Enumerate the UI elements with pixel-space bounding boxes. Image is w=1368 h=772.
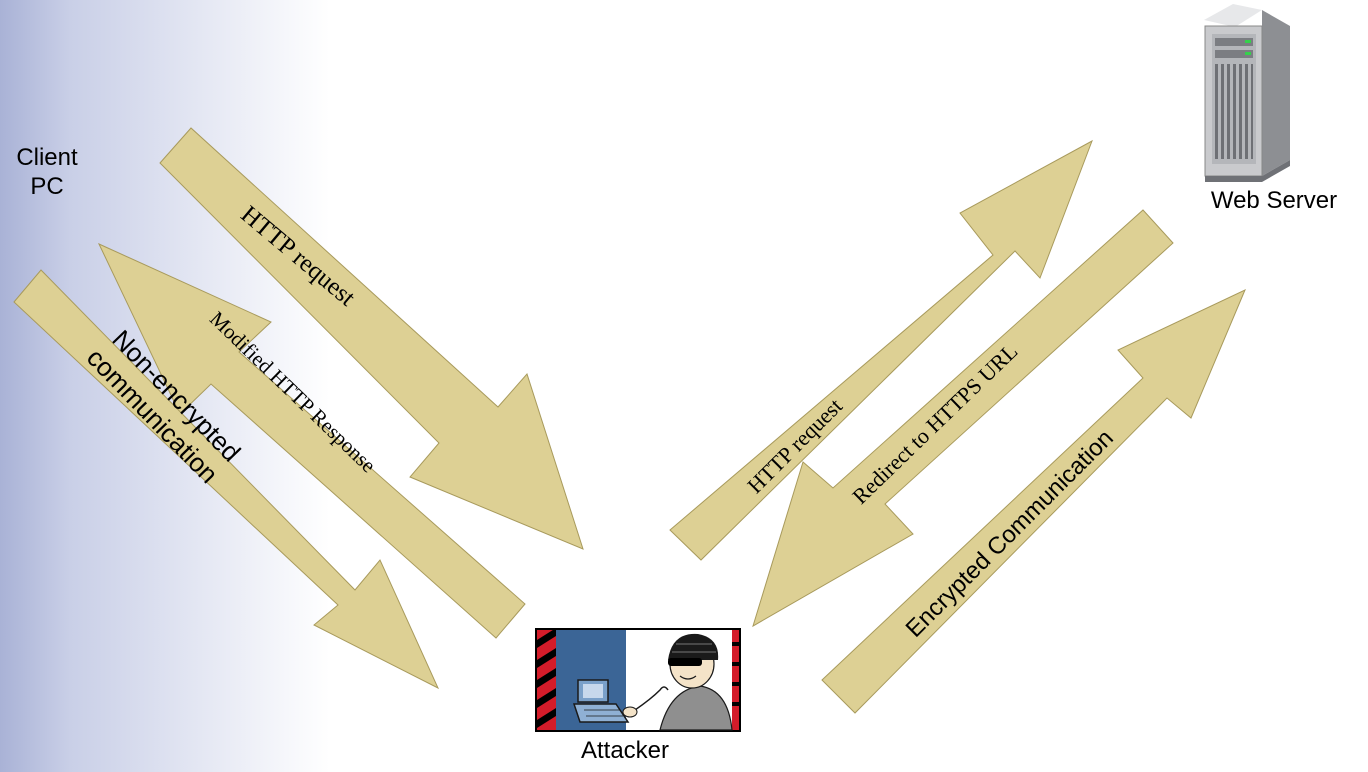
arrow-label-http-request-right: HTTP request bbox=[742, 393, 847, 498]
client-pc-label: Client PC bbox=[0, 143, 94, 201]
web-server-label: Web Server bbox=[1210, 187, 1338, 214]
server-icon bbox=[1204, 4, 1290, 182]
attacker-label: Attacker bbox=[580, 737, 670, 764]
client-label-line2: PC bbox=[30, 173, 64, 200]
client-label-line1: Client bbox=[16, 144, 78, 171]
hacker-icon bbox=[535, 628, 741, 732]
